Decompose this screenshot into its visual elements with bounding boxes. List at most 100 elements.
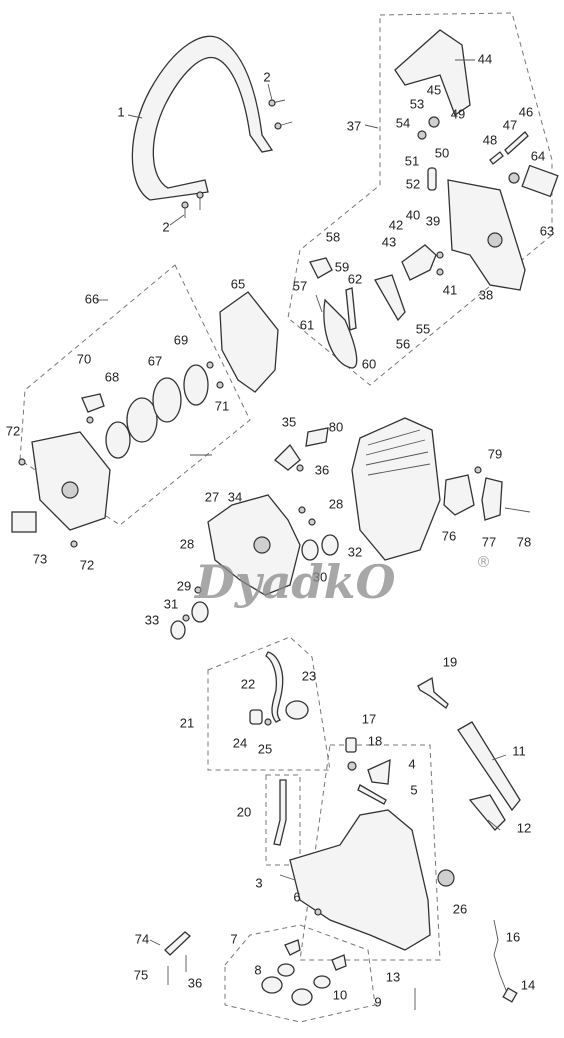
pin-icon — [315, 294, 323, 313]
chain-catcher — [374, 274, 406, 322]
callout-2: 2 — [263, 69, 270, 84]
callout-69: 69 — [174, 332, 188, 347]
screw-icon — [298, 506, 306, 514]
callout-74: 74 — [135, 931, 149, 946]
washer-icon — [417, 130, 427, 140]
throttle-rod — [417, 676, 449, 709]
callout-33: 33 — [145, 612, 159, 627]
screw-icon — [308, 518, 316, 526]
callout-26: 26 — [453, 901, 467, 916]
callout-28: 28 — [180, 536, 194, 551]
watermark-text: DyadkO — [193, 555, 396, 609]
callout-23: 23 — [302, 668, 316, 683]
bolt-icon — [487, 232, 503, 248]
pin-icon — [182, 614, 190, 622]
callout-55: 55 — [416, 321, 430, 336]
tensioner-link — [309, 257, 333, 279]
warning-label — [11, 511, 37, 533]
stop-switch-wire — [493, 919, 509, 996]
callout-73: 73 — [33, 551, 47, 566]
starter-emblem — [61, 481, 79, 499]
o-ring-icon — [264, 718, 272, 726]
callout-28: 28 — [329, 496, 343, 511]
screw-icon — [181, 201, 189, 218]
watermark-registered-mark: ® — [476, 553, 491, 571]
bearing-icon — [191, 601, 209, 623]
callout-39: 39 — [426, 213, 440, 228]
callout-20: 20 — [237, 804, 251, 819]
callout-37: 37 — [347, 118, 361, 133]
screw-icon — [314, 908, 322, 916]
screw-icon — [274, 121, 293, 130]
callout-57: 57 — [293, 278, 307, 293]
callout-32: 32 — [348, 544, 362, 559]
o-ring-icon — [313, 975, 331, 989]
recoil-pulley — [126, 397, 158, 443]
throttle-trigger — [367, 758, 391, 785]
bolt-icon — [504, 507, 531, 513]
label-plate — [521, 164, 559, 198]
callout-47: 47 — [503, 117, 517, 132]
pin-icon — [489, 151, 504, 165]
washer-icon — [347, 761, 357, 771]
callout-52: 52 — [406, 176, 420, 191]
fuel-filter-hook — [331, 954, 347, 971]
nut-icon — [508, 172, 520, 184]
callout-35: 35 — [282, 414, 296, 429]
callout-77: 77 — [482, 534, 496, 549]
engine-cylinder — [351, 417, 441, 561]
callout-30: 30 — [313, 569, 327, 584]
callout-14: 14 — [521, 977, 535, 992]
group-outline-20 — [265, 774, 301, 866]
screw-icon — [196, 191, 204, 210]
callout-56: 56 — [396, 336, 410, 351]
callout-80: 80 — [329, 419, 343, 434]
starter-housing — [31, 431, 111, 531]
fuel-line — [265, 651, 284, 723]
callout-59: 59 — [335, 259, 349, 274]
callout-60: 60 — [362, 356, 376, 371]
callout-72: 72 — [80, 557, 94, 572]
starter-pawl — [81, 393, 105, 413]
group-outline-37 — [287, 12, 553, 386]
leader-lines — [96, 59, 507, 946]
callout-62: 62 — [348, 271, 362, 286]
choke-button — [345, 737, 357, 753]
intake-manifold — [481, 477, 503, 521]
screw-icon — [436, 268, 444, 276]
callout-17: 17 — [362, 711, 376, 726]
callout-6: 6 — [293, 889, 300, 904]
screw-icon — [86, 416, 94, 424]
callout-11: 11 — [512, 743, 526, 758]
callout-63: 63 — [540, 223, 554, 238]
callout-48: 48 — [483, 132, 497, 147]
callout-36: 36 — [188, 975, 202, 990]
callout-40: 40 — [406, 207, 420, 222]
screw-icon — [18, 458, 26, 466]
callout-10: 10 — [333, 987, 347, 1002]
callout-18: 18 — [368, 733, 382, 748]
oil-filter-hook — [284, 939, 301, 956]
callout-8: 8 — [254, 962, 261, 977]
impulse-hose — [273, 779, 287, 846]
main-housing — [289, 809, 431, 951]
screw-icon — [206, 361, 214, 369]
callout-70: 70 — [77, 351, 91, 366]
fuel-filter — [249, 709, 263, 725]
callout-9: 9 — [374, 994, 381, 1009]
callout-46: 46 — [519, 104, 533, 119]
screw-icon — [296, 464, 304, 472]
callout-29: 29 — [177, 578, 191, 593]
clutch-cover — [447, 179, 526, 291]
spring-icon — [428, 116, 440, 128]
trigger-spring-icon — [357, 784, 387, 805]
callout-24: 24 — [233, 735, 247, 750]
strap-band — [323, 298, 358, 369]
group-outline-3 — [299, 744, 441, 961]
chain-brake-lever — [394, 29, 471, 116]
carburetor — [443, 474, 475, 516]
callout-64: 64 — [531, 148, 545, 163]
callout-42: 42 — [389, 217, 403, 232]
screw-icon — [70, 540, 78, 548]
